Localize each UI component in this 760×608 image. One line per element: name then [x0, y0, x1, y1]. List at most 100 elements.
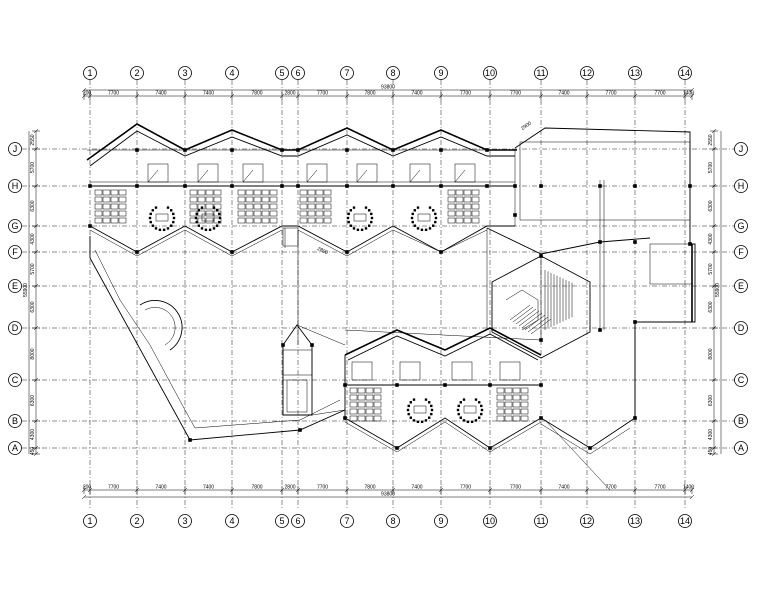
column	[539, 184, 543, 188]
chair	[480, 412, 483, 416]
chair	[200, 227, 204, 230]
grid-bubble-col	[225, 66, 239, 80]
desk	[471, 210, 480, 217]
desk	[349, 408, 358, 415]
service-room	[409, 163, 431, 183]
desk	[269, 196, 278, 203]
grid-label-row: C	[12, 375, 19, 385]
chair	[459, 401, 463, 404]
dimension-value: 450	[30, 447, 36, 456]
structural-columns	[88, 148, 692, 450]
grid-label-row: B	[738, 416, 744, 426]
chair	[347, 212, 350, 216]
chair	[218, 212, 221, 216]
chair	[349, 224, 353, 227]
desk	[512, 387, 521, 394]
table	[155, 213, 169, 222]
grid-bubble-col	[275, 66, 289, 80]
desk	[323, 203, 332, 210]
chair	[424, 398, 428, 401]
dimension-value: 4300	[30, 233, 36, 244]
desk	[357, 387, 366, 394]
service-room	[399, 361, 421, 381]
desk	[261, 196, 270, 203]
chair	[204, 228, 208, 232]
grid-label-col: 12	[582, 68, 592, 78]
dimension-value: 6300	[708, 395, 714, 406]
chair	[411, 212, 414, 216]
grid-bubble-col	[483, 66, 497, 80]
inline-dimension: 2800	[316, 246, 329, 256]
desk	[357, 408, 366, 415]
desk	[118, 203, 127, 210]
desk	[365, 401, 374, 408]
dimension-total: 93800	[381, 492, 395, 498]
chair	[413, 224, 417, 227]
desk	[205, 210, 214, 217]
dimension-value: 7400	[203, 485, 214, 491]
desk	[463, 217, 472, 224]
chair	[364, 206, 368, 209]
column	[391, 148, 395, 152]
dimension-value: 7700	[460, 485, 471, 491]
column	[135, 184, 139, 188]
desk	[471, 196, 480, 203]
dimension-value: 4300	[708, 233, 714, 244]
desk	[253, 217, 262, 224]
column	[88, 184, 92, 188]
desk	[349, 415, 358, 422]
dimension-value: 8000	[708, 348, 714, 359]
column	[343, 416, 347, 420]
chair	[470, 420, 474, 424]
chair	[154, 206, 158, 209]
grid-label-row: B	[12, 416, 18, 426]
chair	[410, 216, 414, 220]
grid-label-col: 2	[134, 68, 139, 78]
chair	[356, 228, 360, 232]
column	[539, 416, 543, 420]
dimension-value: 5700	[30, 162, 36, 173]
grid-bubble-row	[734, 321, 748, 335]
grid-bubble-col	[178, 66, 192, 80]
chair	[149, 220, 152, 224]
desk	[504, 415, 513, 422]
column	[485, 148, 489, 152]
desk	[496, 387, 505, 394]
inline-dimension: 2900	[520, 120, 533, 131]
desk	[205, 189, 214, 196]
chair	[212, 227, 216, 230]
grid-label-col: 4	[229, 68, 234, 78]
desk	[110, 210, 119, 217]
desk	[245, 189, 254, 196]
desk	[520, 408, 529, 415]
grid-bubble-col	[534, 66, 548, 80]
dimension-total: 55900	[715, 283, 721, 297]
grid-bubble-col	[434, 514, 448, 528]
desk	[197, 210, 206, 217]
chair	[480, 404, 483, 408]
dimension-value: 7400	[411, 91, 422, 97]
chair	[459, 416, 463, 419]
desk	[205, 217, 214, 224]
desk	[373, 408, 382, 415]
column	[188, 438, 192, 442]
desk	[365, 415, 374, 422]
grid-label-col: 13	[630, 68, 640, 78]
dimension-value: 7400	[155, 91, 166, 97]
dimension-value: 7700	[460, 91, 471, 97]
desk	[504, 408, 513, 415]
desk	[253, 210, 262, 217]
dimension-value: 7700	[317, 91, 328, 97]
grid-bubble-row	[734, 219, 748, 233]
chair	[349, 209, 353, 212]
chair	[364, 227, 368, 230]
chair	[195, 212, 198, 216]
dimension-value: 4300	[708, 429, 714, 440]
desk	[373, 415, 382, 422]
column	[485, 184, 489, 188]
desk	[512, 408, 521, 415]
grid-label-col: 3	[182, 516, 187, 526]
desk	[315, 189, 324, 196]
grid-bubble-col	[483, 514, 497, 528]
desk	[237, 203, 246, 210]
